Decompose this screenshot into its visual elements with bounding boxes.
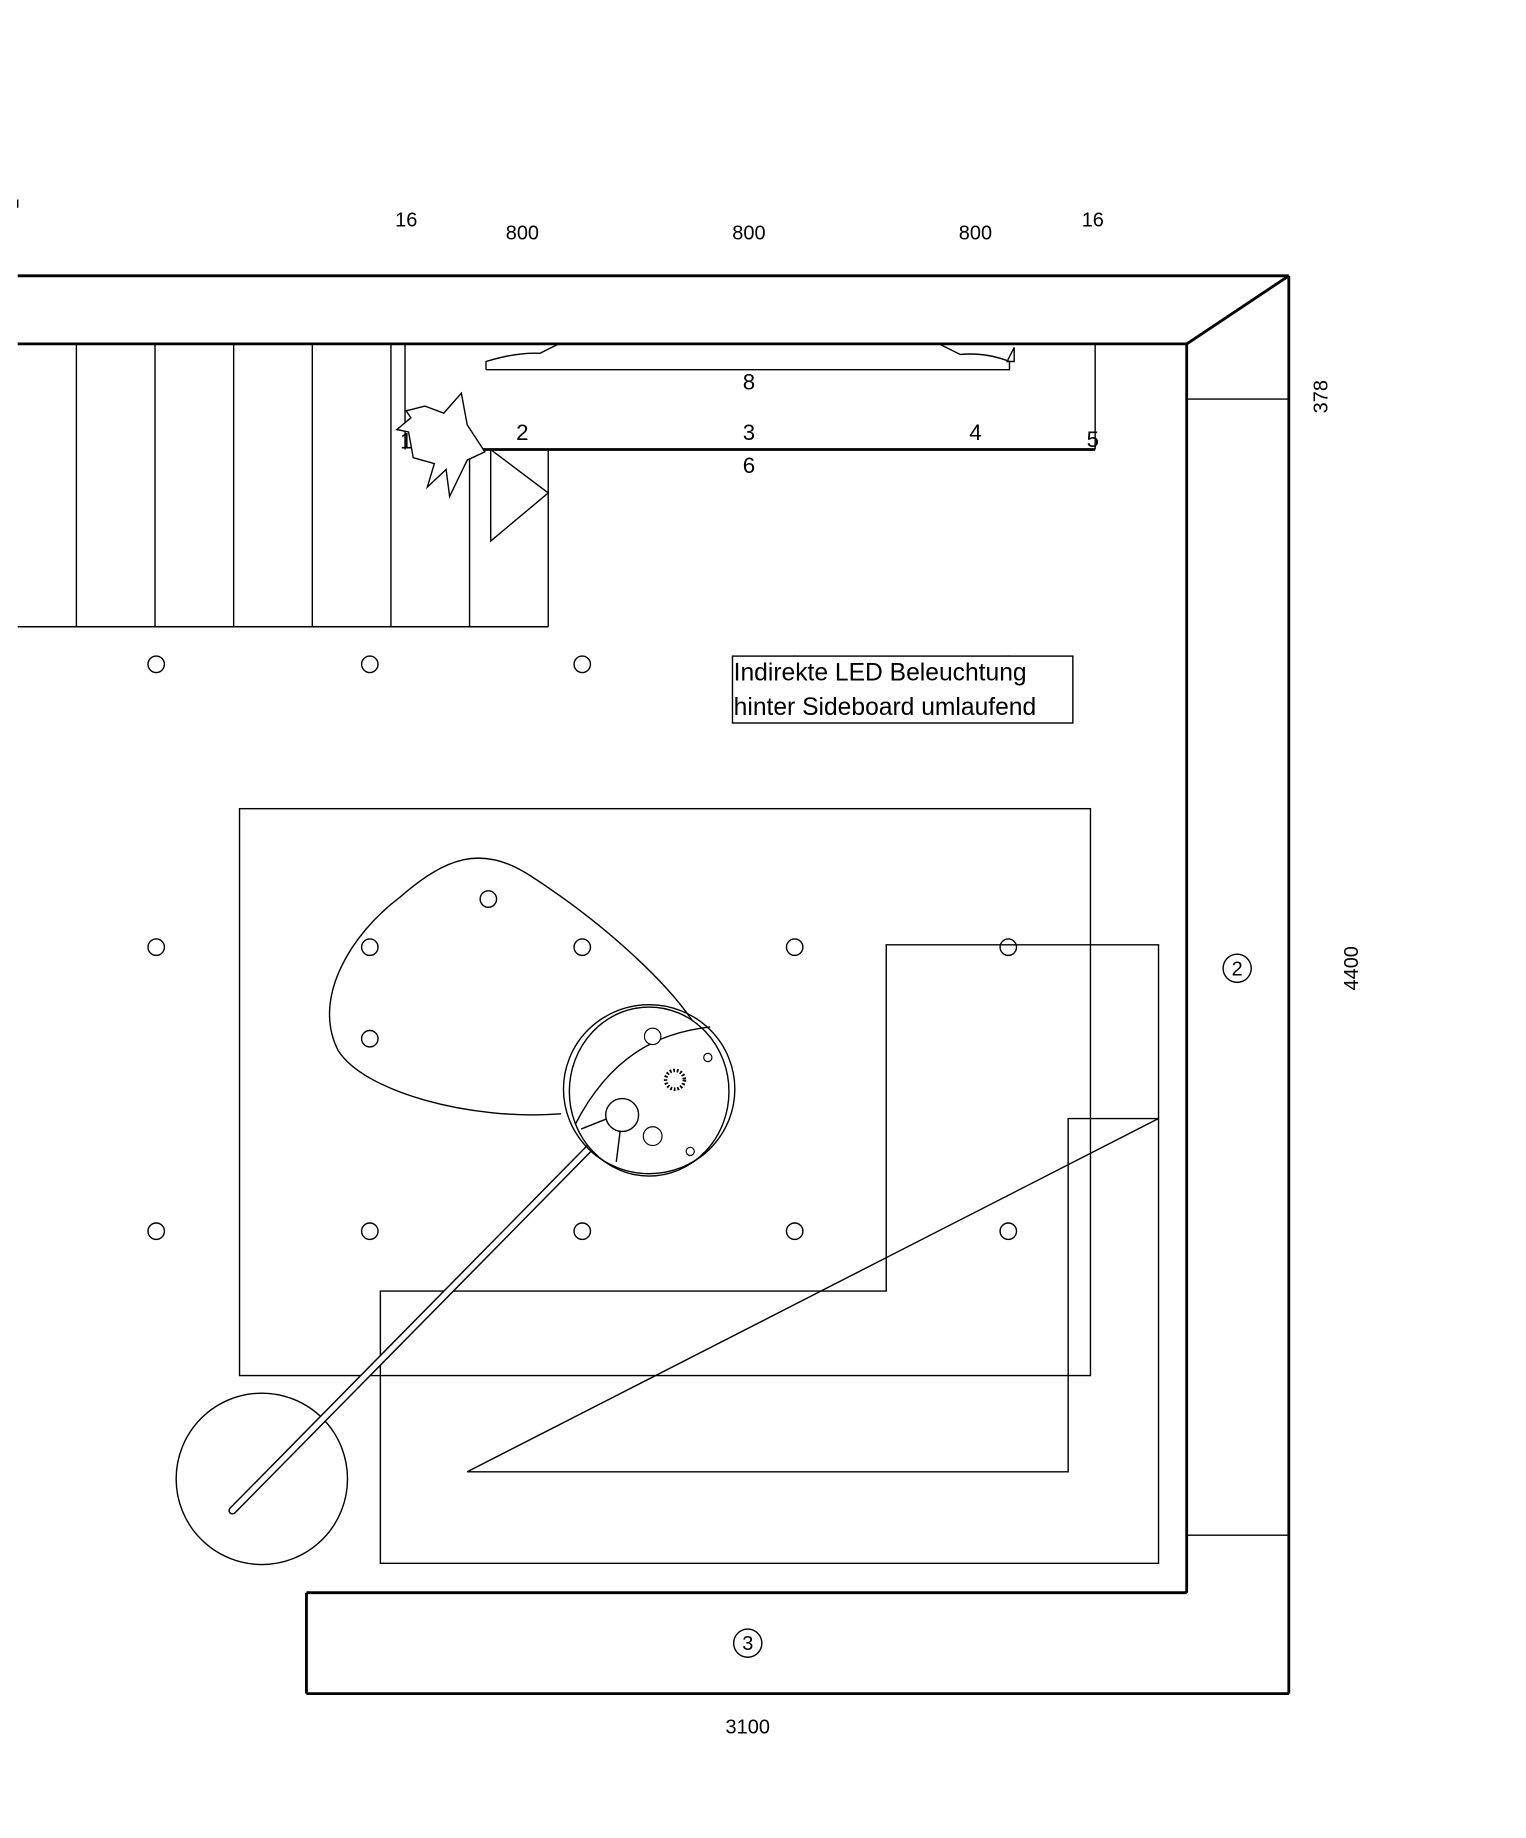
organic-table <box>328 857 694 1116</box>
sideboard-label-4: 4 <box>969 420 981 445</box>
led-note-line2: hinter Sideboard umlaufend <box>734 694 1037 721</box>
staircase <box>17 343 549 628</box>
svg-text:2: 2 <box>1232 958 1243 980</box>
dim-top-16-right: 16 <box>1082 210 1104 232</box>
chaise-triangle <box>466 1117 1159 1473</box>
led-note-box <box>731 655 1074 724</box>
svg-text:3: 3 <box>742 1633 753 1655</box>
marker-2: 2 <box>1222 953 1252 984</box>
sideboard-label-2: 2 <box>516 420 528 445</box>
walls <box>17 274 1291 1696</box>
flower-icon <box>663 1068 687 1091</box>
dim-top-800-1: 800 <box>506 222 539 244</box>
marker-3: 3 <box>732 1628 763 1658</box>
ceiling-lights-2 <box>360 890 1018 1048</box>
rug <box>238 807 1092 1377</box>
plant-icon <box>395 391 486 499</box>
dim-top-800-2: 800 <box>732 222 765 244</box>
sideboard-label-6: 6 <box>743 453 755 478</box>
dim-top-800-3: 800 <box>959 222 992 244</box>
sideboard <box>469 343 1096 543</box>
led-note-line1: Indirekte LED Beleuchtung <box>734 660 1027 687</box>
sideboard-label-3: 3 <box>743 420 755 445</box>
sofa-l-shape <box>379 944 1160 1565</box>
dim-right-378: 378 <box>1311 380 1333 413</box>
arc-lamp <box>175 1003 736 1566</box>
dim-bottom-3100: 3100 <box>726 1717 770 1739</box>
sideboard-label-5: 5 <box>1087 427 1099 452</box>
dim-top-16-left: 16 <box>395 210 417 232</box>
dim-right-4400: 4400 <box>1341 946 1363 990</box>
sideboard-label-8: 8 <box>743 370 755 395</box>
